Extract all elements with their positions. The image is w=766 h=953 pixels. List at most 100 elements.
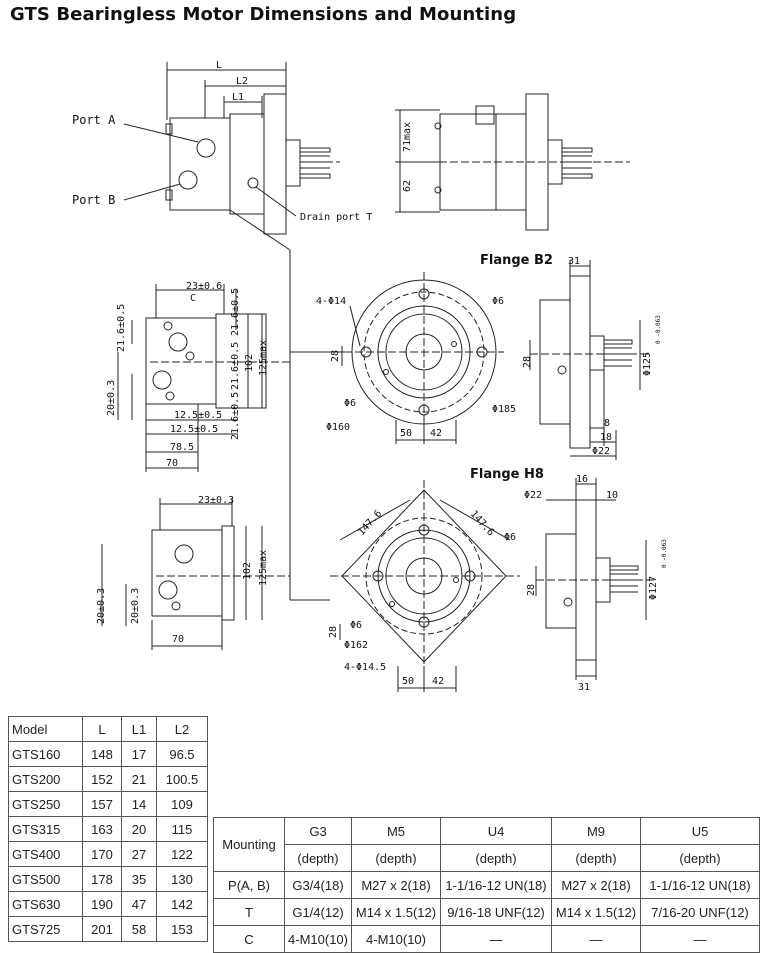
- header-cell: L: [82, 716, 122, 742]
- table-cell: P(A, B): [213, 871, 285, 899]
- table-cell: 201: [82, 916, 122, 942]
- table-cell: M14 x 1.5(12): [551, 898, 641, 926]
- side-view-right: [395, 93, 630, 231]
- table-cell: M27 x 2(18): [351, 871, 441, 899]
- port-a-label: Port A: [72, 113, 116, 127]
- table-row: GTS400 170 27 122: [8, 841, 208, 867]
- header-cell: L2: [156, 716, 208, 742]
- table-cell: 20: [121, 816, 157, 842]
- table-cell: G1/4(12): [284, 898, 352, 926]
- dim-phi6-c: Φ6: [504, 532, 516, 543]
- table-cell: 17: [121, 741, 157, 767]
- flange-b2-front: [290, 272, 504, 444]
- dim-L: L: [216, 60, 222, 71]
- table-cell: M14 x 1.5(12): [351, 898, 441, 926]
- dim-phi127: Φ127: [648, 576, 659, 600]
- flange-h8-label: Flange H8: [470, 467, 544, 482]
- table-cell: GTS500: [8, 866, 83, 892]
- dim-L2: L2: [236, 76, 248, 87]
- table-row: GTS160 148 17 96.5: [8, 741, 208, 767]
- dim-18: 18: [600, 432, 612, 443]
- dim-21-6-d: 21.6±0.5: [230, 392, 241, 440]
- table-cell: 109: [156, 791, 208, 817]
- flange-b2-label: Flange B2: [480, 253, 553, 268]
- table-row: GTS500 178 35 130: [8, 866, 208, 892]
- dim-31-a: 31: [568, 256, 580, 267]
- table-cell: GTS315: [8, 816, 83, 842]
- dim-42-b: 42: [432, 676, 444, 687]
- port-b-label: Port B: [72, 193, 115, 207]
- header-cell: G3: [284, 817, 352, 845]
- table-cell: 100.5: [156, 766, 208, 792]
- table-cell: 14: [121, 791, 157, 817]
- dim-20-c: 20±0.3: [130, 588, 141, 624]
- table-cell: T: [213, 898, 285, 926]
- table-cell: 122: [156, 841, 208, 867]
- dim-21-6-c: 21.6±0.5: [230, 342, 241, 390]
- table-cell: —: [440, 925, 552, 953]
- page-title: GTS Bearingless Motor Dimensions and Mou…: [10, 4, 517, 25]
- table-cell: 4-M10(10): [284, 925, 352, 953]
- drain-port-label: Drain port T: [300, 212, 372, 223]
- table-cell: GTS630: [8, 891, 83, 917]
- table-row: C 4-M10(10) 4-M10(10) — — —: [213, 925, 760, 953]
- header-cell: (depth): [440, 844, 552, 872]
- technical-drawing: Port A Port B Drain port T L L2 L1 71max…: [72, 60, 668, 693]
- header-cell: Mounting: [213, 817, 285, 872]
- header-cell: (depth): [551, 844, 641, 872]
- table-cell: M27 x 2(18): [551, 871, 641, 899]
- table-header-row: Model L L1 L2: [8, 716, 208, 742]
- table-cell: 152: [82, 766, 122, 792]
- flange-h8-front: [290, 480, 520, 692]
- header-cell: (depth): [351, 844, 441, 872]
- table-cell: 21: [121, 766, 157, 792]
- dim-phi160: Φ160: [326, 422, 350, 433]
- table-cell: 190: [82, 891, 122, 917]
- dim-147-6-b: 147.6: [468, 509, 496, 539]
- header-cell: M9: [551, 817, 641, 845]
- dim-phi6-b: Φ6: [344, 398, 356, 409]
- table-cell: 47: [121, 891, 157, 917]
- dim-20-b: 20±0.3: [96, 588, 107, 624]
- mounting-thread-table: Mounting G3 M5 U4 M9 U5 (depth) (depth) …: [213, 817, 760, 953]
- dim-50-b: 50: [402, 676, 414, 687]
- model-dimension-table: Model L L1 L2 GTS160 148 17 96.5 GTS200 …: [8, 716, 208, 942]
- table-header-row: Mounting G3 M5 U4 M9 U5: [213, 817, 760, 872]
- dim-phi125: Φ125: [642, 352, 653, 376]
- table-cell: 157: [82, 791, 122, 817]
- table-cell: GTS200: [8, 766, 83, 792]
- dim-28-c: 28: [328, 626, 339, 638]
- port-face-view-lower: [101, 498, 290, 650]
- flange-h8-side: [535, 478, 656, 680]
- table-header-row: (depth) (depth) (depth) (depth) (depth): [214, 844, 760, 872]
- table-cell: C: [213, 925, 285, 953]
- table-cell: 27: [121, 841, 157, 867]
- dim-20-a: 20±0.3: [106, 380, 117, 416]
- table-cell: 153: [156, 916, 208, 942]
- dim-12-5-a: 12.5±0.5: [174, 410, 222, 421]
- header-cell: M5: [351, 817, 441, 845]
- table-cell: GTS725: [8, 916, 83, 942]
- dim-125max-b: 125max: [258, 550, 269, 586]
- table-cell: 1-1/16-12 UN(18): [640, 871, 760, 899]
- dim-23-b: 23±0.3: [198, 495, 234, 506]
- port-face-view: [117, 284, 290, 472]
- table-cell: 148: [82, 741, 122, 767]
- dim-phi22-b: Φ22: [524, 490, 542, 501]
- dim-70-b: 70: [172, 634, 184, 645]
- dim-78-5: 78.5: [170, 442, 194, 453]
- dim-50-a: 50: [400, 428, 412, 439]
- dim-28-a: 28: [330, 350, 341, 362]
- table-row: P(A, B) G3/4(18) M27 x 2(18) 1-1/16-12 U…: [213, 871, 760, 899]
- side-view-ports: [123, 62, 340, 600]
- table-cell: 178: [82, 866, 122, 892]
- table-cell: 35: [121, 866, 157, 892]
- table-row: GTS250 157 14 109: [8, 791, 208, 817]
- header-cell: L1: [121, 716, 157, 742]
- dim-21-6-a: 21.6±0.5: [116, 304, 127, 352]
- table-cell: —: [551, 925, 641, 953]
- dim-16: 16: [576, 474, 588, 485]
- dim-70-a: 70: [166, 458, 178, 469]
- dim-147-6-a: 147.6: [356, 508, 384, 538]
- header-cell: Model: [8, 716, 83, 742]
